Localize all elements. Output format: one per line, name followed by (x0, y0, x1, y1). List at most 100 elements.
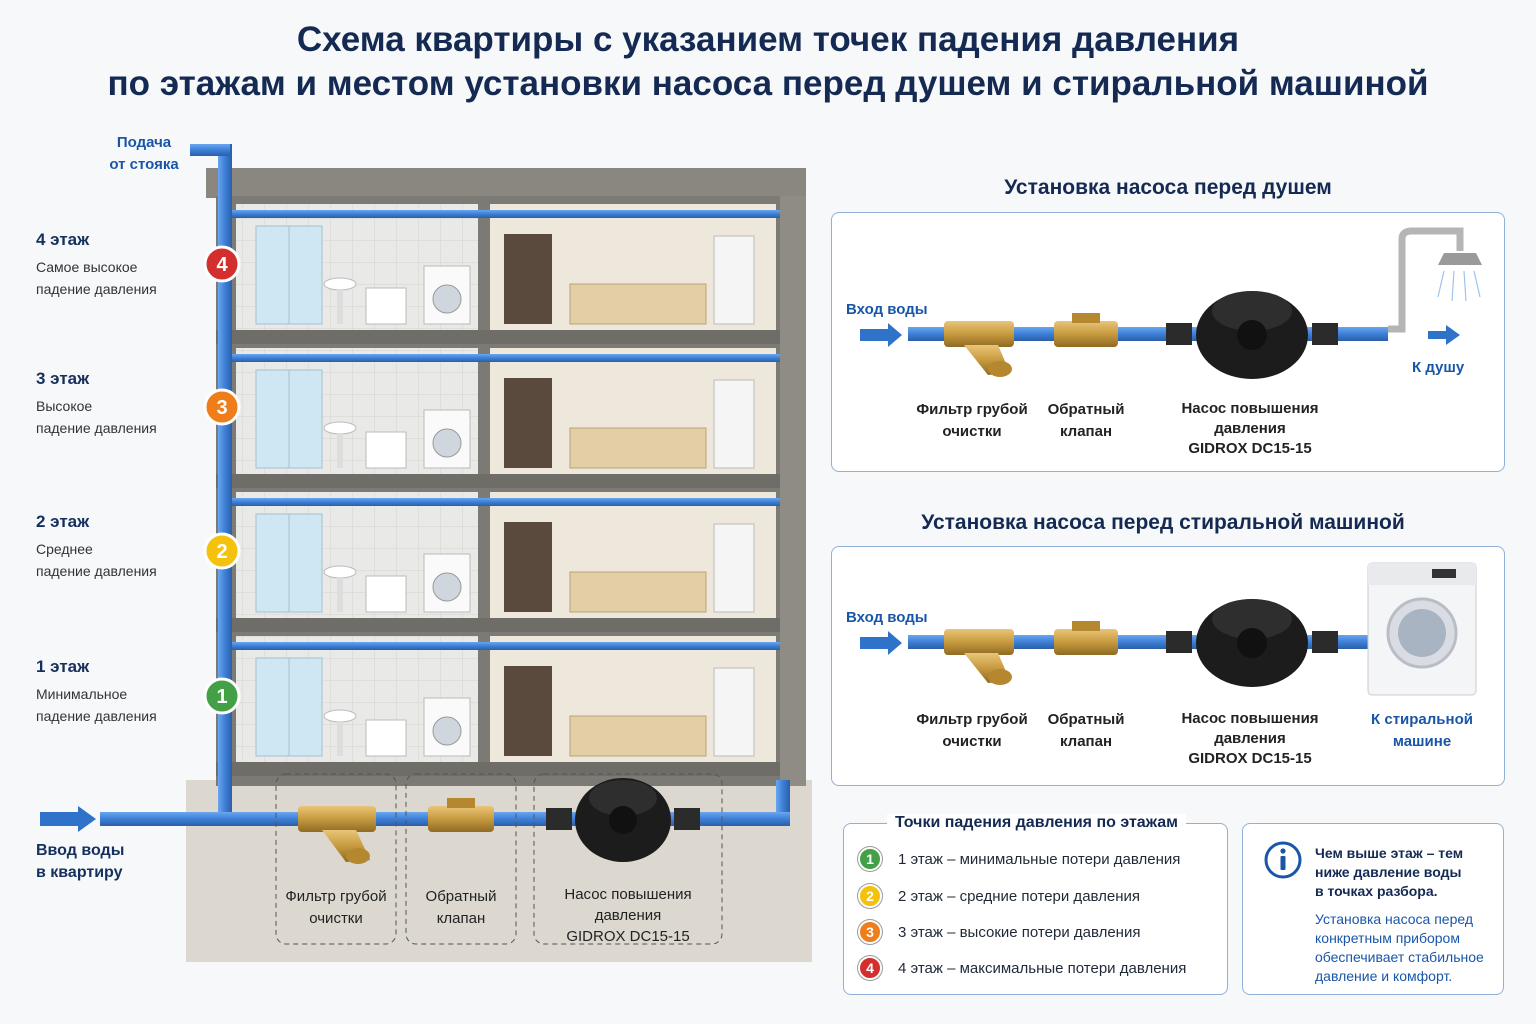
label-line-2: клапан (1059, 423, 1113, 440)
info-panel: Чем выше этаж – тем ниже давление воды в… (1242, 823, 1504, 995)
floor-desc: Высокое падение давления (36, 395, 196, 439)
legend-item-2: 2 2 этаж – средние потери давления (858, 883, 1140, 909)
legend-panel: Точки падения давления по этажам 1 1 эта… (843, 814, 1228, 995)
info-icon (1264, 841, 1302, 879)
floor-desc-line-2: падение давления (36, 281, 157, 297)
coarse-filter-icon (298, 806, 376, 864)
floor-slab (216, 474, 780, 488)
sink-icon (323, 421, 357, 435)
label-line-3: GIDROX DC15-15 (1188, 440, 1312, 457)
sink-icon (323, 565, 357, 579)
washer-filter-label: Фильтр грубой очистки (912, 709, 1032, 753)
check-valve-icon (1054, 313, 1118, 347)
floor-slab (216, 762, 780, 776)
inlet-arrow-icon (40, 806, 96, 832)
info-line-6: обеспечивает стабильное (1315, 949, 1484, 965)
label-line-3: GIDROX DC15-15 (1188, 750, 1312, 767)
floor-section (216, 492, 780, 632)
shower-panel-title: Установка насоса перед душем (1004, 176, 1332, 199)
legend-item-1: 1 1 этаж – минимальные потери давления (858, 846, 1180, 872)
washer-outlet-label: К стиральной машине (1362, 709, 1482, 753)
pump-icon (546, 778, 700, 862)
washer-valve-label: Обратный клапан (1036, 709, 1136, 753)
label-line-1: Обратный (1047, 711, 1125, 728)
washing-machine-icon (1367, 562, 1477, 696)
washer-pump-label: Насос повышения давления GIDROX DC15-15 (1172, 709, 1328, 769)
return-riser (776, 780, 790, 820)
kitchen-cabinets-icon (569, 715, 707, 757)
page-title: Схема квартиры с указанием точек падения… (0, 18, 1536, 106)
kitchen-cabinets-icon (569, 283, 707, 325)
washer-icon (423, 553, 471, 613)
label-line-1: Насос повышения (1181, 400, 1319, 417)
legend-item-text: 4 этаж – максимальные потери давления (898, 959, 1187, 977)
sink-stand (337, 722, 343, 756)
distribution-pipe (230, 498, 780, 506)
floor-slab (216, 618, 780, 632)
fridge-icon (713, 379, 755, 469)
floor-marker-number: 1 (216, 686, 227, 708)
floor-4-marker: 4 (858, 956, 882, 980)
label-line-2: очистки (942, 423, 1002, 440)
fridge-icon (713, 667, 755, 757)
label-line-2: очистки (942, 733, 1002, 750)
supply-label-line-2: от стояка (109, 156, 179, 173)
label-line-2: клапан (1059, 733, 1113, 750)
water-in-arrow-icon (860, 323, 902, 347)
floor-name: 2 этаж (36, 512, 90, 531)
label-line-2: очистки (309, 910, 363, 927)
floor-marker-number: 4 (216, 254, 228, 276)
shower-head-icon (1388, 227, 1482, 333)
floor-desc: Самое высокое падение давления (36, 256, 196, 300)
floor-desc: Среднее падение давления (36, 538, 196, 582)
check-valve-icon (428, 798, 494, 832)
sink-icon (323, 709, 357, 723)
legend-item-text: 2 этаж – средние потери давления (898, 887, 1141, 905)
floor-name: 3 этаж (36, 369, 90, 388)
floor-desc-line-2: падение давления (36, 420, 157, 436)
door-icon (504, 234, 552, 324)
label-line-2: давления (594, 907, 662, 924)
floor-desc-line-1: Минимальное (36, 686, 128, 702)
washer-inlet-label: Вход воды (846, 609, 928, 626)
inlet-label-line-1: Ввод воды (36, 842, 125, 859)
supply-label: Подача от стояка (96, 132, 192, 176)
floor-desc-line-2: падение давления (36, 708, 157, 724)
legend-item-text: 3 этаж – высокие потери давления (898, 923, 1141, 941)
floor-4-marker (203, 245, 241, 283)
floor-marker-number: 2 (216, 541, 227, 563)
toilet-icon (365, 575, 407, 613)
distribution-pipe (230, 354, 780, 362)
floor-desc-line-1: Самое высокое (36, 259, 138, 275)
toilet-icon (365, 431, 407, 469)
info-line-2: ниже давление воды (1315, 864, 1462, 880)
label-line-1: Обратный (1047, 401, 1125, 418)
info-bold-text: Чем выше этаж – тем ниже давление воды в… (1315, 844, 1463, 901)
washer-door (432, 716, 462, 746)
toilet-icon (365, 719, 407, 757)
floor-name: 1 этаж (36, 657, 90, 676)
coarse-filter-icon (944, 629, 1014, 685)
title-line-2: по этажам и местом установки насоса пере… (107, 64, 1429, 103)
label-line-1: Обратный (425, 888, 497, 905)
washer-panel: Вход воды К стиральной машине Фильтр гру… (831, 546, 1505, 786)
water-in-arrow-icon (860, 631, 902, 655)
floor-section (216, 348, 780, 488)
info-blue-text: Установка насоса перед конкретным прибор… (1315, 910, 1484, 986)
floor-desc-line-1: Высокое (36, 398, 93, 414)
pump-icon (1166, 291, 1338, 379)
label-line-1: Насос повышения (564, 886, 692, 903)
legend-item-4: 4 4 этаж – максимальные потери давления (858, 955, 1186, 981)
label-line-1: Насос повышения (1181, 710, 1319, 727)
legend-item-3: 3 3 этаж – высокие потери давления (858, 919, 1140, 945)
label-line-1: Фильтр грубой (916, 711, 1028, 728)
basement-valve-label: Обратный клапан (406, 886, 516, 930)
supply-label-line-1: Подача (116, 134, 172, 151)
coarse-filter-icon (944, 321, 1014, 377)
roof (206, 168, 806, 198)
floor-section (216, 636, 780, 776)
door-icon (504, 666, 552, 756)
sink-stand (337, 578, 343, 612)
floor-3-marker: 3 (858, 920, 882, 944)
